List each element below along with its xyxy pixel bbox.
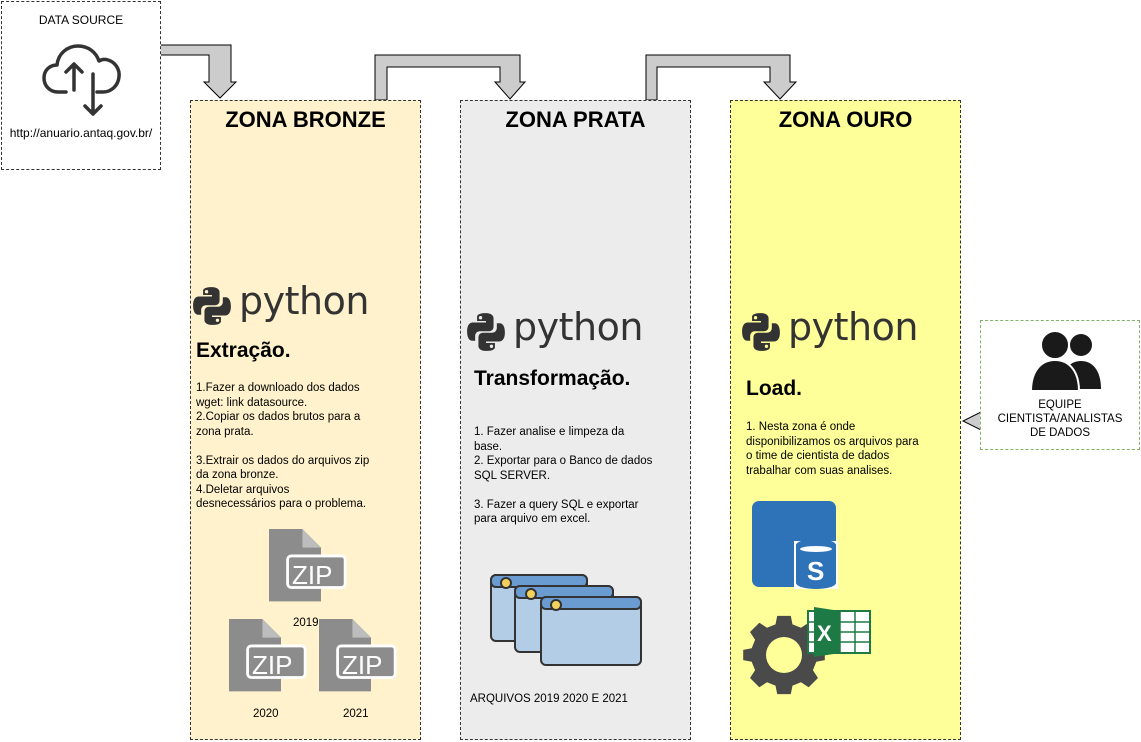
python-icon [191,285,233,327]
step-line: 1.Fazer a downloado dos dados [196,382,360,394]
data-source-url[interactable]: http://anuario.antaq.gov.br/ [9,126,153,140]
step-line: 4.Deletar arquivos [196,483,290,496]
python-wordmark: python [239,279,369,323]
team-box: EQUIPE CIENTISTA/ANALISTAS DE DADOS [980,320,1140,450]
svg-text:S: S [807,556,824,586]
team-label-line: DE DADOS [1029,427,1091,439]
zona-ouro-title: ZONA OURO [778,107,913,132]
step-line [474,483,689,498]
ouro-steps: 1. Nesta zona é onde disponibilizamos os… [746,420,956,478]
step-line: 2. Exportar para o Banco de dados [474,455,653,467]
step-line: disponibilizamos os arquivos para [746,435,919,448]
arrow-prata-to-ouro [645,54,798,101]
excel-gear-icon: X [743,607,871,695]
python-wordmark: python [788,305,918,349]
zip-file-2019: ZIP 2019 [266,529,356,629]
zona-bronze-title: ZONA BRONZE [225,107,386,132]
step-line: 3.Extrair os dados do arquivos zip [196,454,370,467]
zip-year-2021: 2021 [343,708,369,720]
python-icon [465,311,507,353]
step-line [196,439,416,454]
zip-label: ZIP [292,560,333,590]
zip-label: ZIP [252,650,293,680]
data-source-title: DATA SOURCE [38,13,124,27]
step-line: 1. Nesta zona é onde [746,421,856,433]
zona-prata: ZONA PRATA python Transformação. 1. Faze… [460,100,691,740]
python-logo-bronze: python [191,279,371,329]
prata-steps: 1. Fazer analise e limpeza da base. 2. E… [474,425,689,527]
data-source-box: DATA SOURCE http://anuario.antaq.gov.br/ [1,1,161,170]
section-title-transformacao: Transformação. [474,367,631,390]
python-logo-prata: python [465,305,645,355]
arrow-source-to-bronze [140,44,238,99]
zona-ouro: ZONA OURO python Load. 1. Nesta zona é o… [730,100,961,740]
python-icon [740,311,782,353]
python-logo-ouro: python [740,305,920,355]
step-line: para arquivo em excel. [474,513,591,525]
cloud-upload-download-icon [42,44,121,116]
zip-year-2020: 2020 [253,708,279,720]
bronze-steps: 1.Fazer a downloado dos dados wget: link… [196,381,416,512]
step-line: base. [474,440,503,453]
python-wordmark: python [513,305,643,349]
section-title-extracao: Extração. [196,339,291,362]
step-line: 2.Copiar os dados brutos para a [196,411,361,423]
step-line: da zona bronze. [196,469,279,481]
files-caption: ARQUIVOS 2019 2020 E 2021 [470,693,628,705]
step-line: zona prata. [196,425,254,438]
team-label-line: EQUIPE [1038,399,1082,411]
zip-label: ZIP [342,650,383,680]
sql-server-icon: S [752,501,838,589]
step-line: wget: link datasource. [196,396,308,409]
team-label-line: CIENTISTA/ANALISTAS [997,413,1123,425]
zona-prata-title: ZONA PRATA [505,107,646,132]
step-line: 1. Fazer analise e limpeza da [474,426,625,438]
step-line: o time de cientista de dados [746,450,890,462]
zip-file-2020: ZIP 2020 [226,619,316,723]
step-line: 3. Fazer a query SQL e exportar [474,498,639,511]
arrow-bronze-to-prata [374,54,527,101]
file-windows-icon [490,574,642,666]
zip-file-2021: ZIP 2021 [316,619,406,723]
step-line: trabalhar com suas analises. [746,464,893,477]
step-line: SQL SERVER. [474,469,551,482]
step-line: desnecessários para o problema. [196,498,367,510]
zip-year-2019: 2019 [293,617,319,629]
svg-text:X: X [817,621,832,646]
users-icon [1029,330,1101,392]
section-title-load: Load. [746,377,802,400]
zona-bronze: ZONA BRONZE python Extração. 1.Fazer a d… [190,100,421,740]
team-label: EQUIPE CIENTISTA/ANALISTAS DE DADOS [981,398,1139,440]
